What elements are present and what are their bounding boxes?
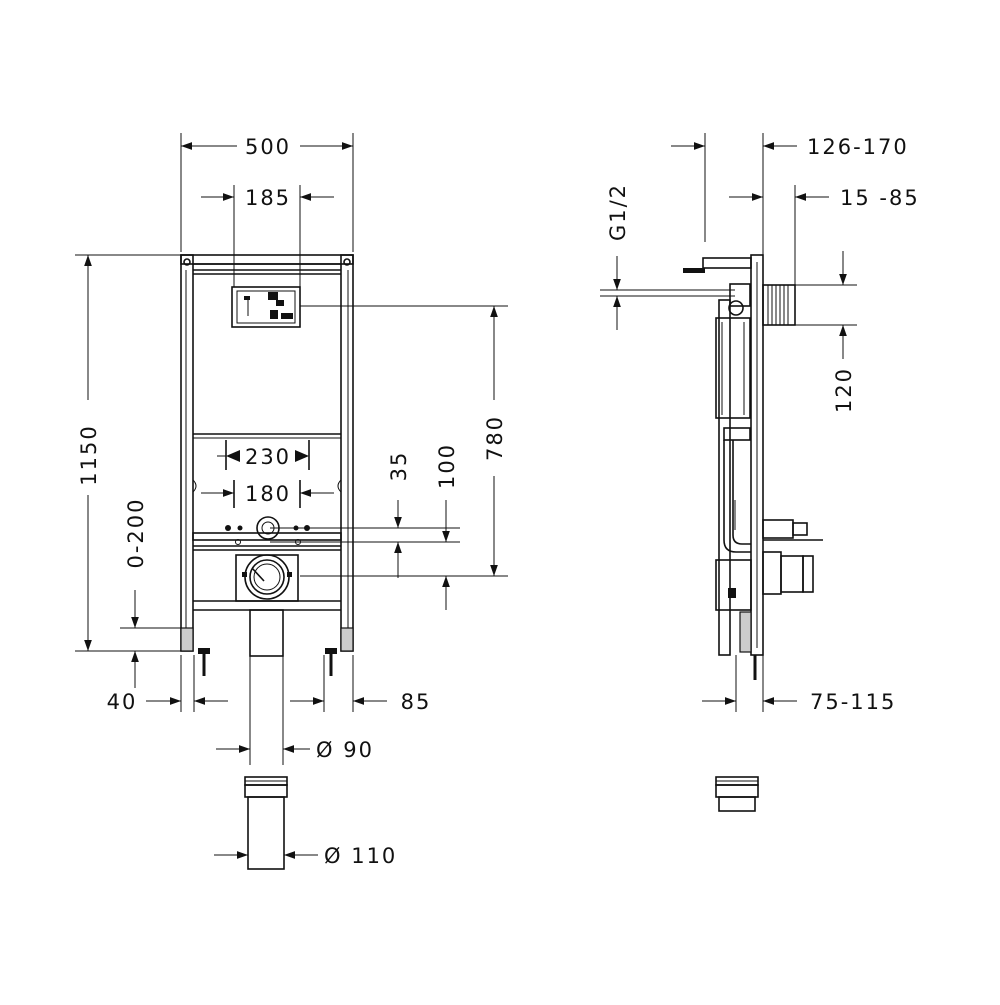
dim-85-label: 85: [401, 690, 432, 714]
dim-230-label: 230: [245, 445, 291, 469]
dim-15-85-label: 15 -85: [840, 186, 920, 210]
dim-1150-label: 1150: [77, 424, 101, 485]
dim-180-label: 180: [245, 482, 291, 506]
front-dimensions: 500 185 1150 0-200 230 180 35 100: [77, 135, 507, 868]
dim-75-115-label: 75-115: [810, 690, 896, 714]
dim-0-200-label: 0-200: [124, 497, 148, 568]
dim-diameter-90-label: Ø 90: [316, 738, 374, 762]
dim-120-label: 120: [832, 367, 856, 413]
dim-100-label: 100: [435, 443, 459, 489]
dim-126-170-label: 126-170: [807, 135, 909, 159]
dim-g1-2-label: G1/2: [606, 183, 630, 241]
front-view: [75, 133, 508, 870]
side-view: [600, 133, 857, 812]
dim-diameter-110-label: Ø 110: [324, 844, 397, 868]
dim-35-label: 35: [387, 451, 411, 482]
dim-780-label: 780: [483, 415, 507, 461]
dim-500-label: 500: [245, 135, 291, 159]
dim-40-label: 40: [107, 690, 138, 714]
side-dimensions: 126-170 15 -85 G1/2 120 75-115: [606, 135, 920, 714]
dim-185-label: 185: [245, 186, 291, 210]
thread-lines: [767, 285, 789, 325]
